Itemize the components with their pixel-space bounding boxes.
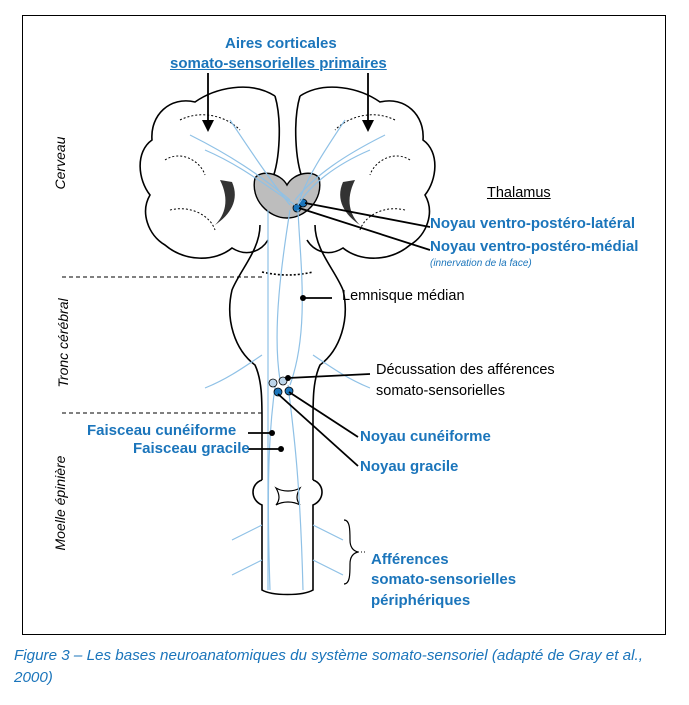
brainstem-outline — [228, 224, 347, 480]
cortex-folds — [164, 114, 411, 231]
dorsal-column-nuclei — [268, 376, 294, 397]
region-label-brainstem: Tronc cérébral — [55, 298, 71, 388]
left-ventricle — [215, 180, 235, 225]
thalamus-header: Thalamus — [487, 185, 551, 201]
arrowhead-right — [362, 120, 374, 132]
cortex-title-line1: Aires corticales — [225, 35, 337, 52]
afferents-brace — [343, 519, 359, 585]
region-label-spinal-cord: Moelle épinière — [52, 455, 68, 551]
right-ventricle — [340, 180, 360, 225]
leader-dots — [269, 295, 306, 452]
afferents-line2: somato-sensorielles — [371, 571, 517, 588]
cuneate-nucleus-label: Noyau cunéiforme — [360, 428, 491, 445]
brain-outline — [139, 86, 436, 259]
afferents-line3: périphériques — [371, 592, 471, 609]
arrowhead-left — [202, 120, 214, 132]
gracile-nucleus-label: Noyau gracile — [360, 458, 459, 475]
figure-caption: Figure 3 – Les bases neuroanatomiques du… — [14, 647, 643, 686]
cortex-title-line2: somato-sensorielles primaires — [170, 55, 387, 72]
afferents-line1: Afférences — [371, 551, 449, 568]
region-dividers — [62, 276, 262, 414]
vpl-label: Noyau ventro-postéro-latéral — [430, 215, 636, 232]
decussation-line1: Décussation des afférences — [376, 362, 555, 378]
cuneate-fasciculus-label: Faisceau cunéiforme — [87, 422, 237, 439]
vpm-label: Noyau ventro-postéro-médial — [430, 238, 639, 255]
spinal-cord — [252, 479, 323, 596]
leader-lines — [248, 202, 431, 467]
sensory-fibers — [189, 119, 386, 591]
vpm-note: (innervation de la face) — [430, 258, 532, 269]
cortex-arrows — [207, 73, 369, 125]
lemniscus-label: Lemnisque médian — [342, 288, 465, 304]
region-label-brain: Cerveau — [52, 136, 68, 190]
gracile-fasciculus-label: Faisceau gracile — [133, 440, 250, 457]
decussation-line2: somato-sensorielles — [376, 383, 505, 399]
